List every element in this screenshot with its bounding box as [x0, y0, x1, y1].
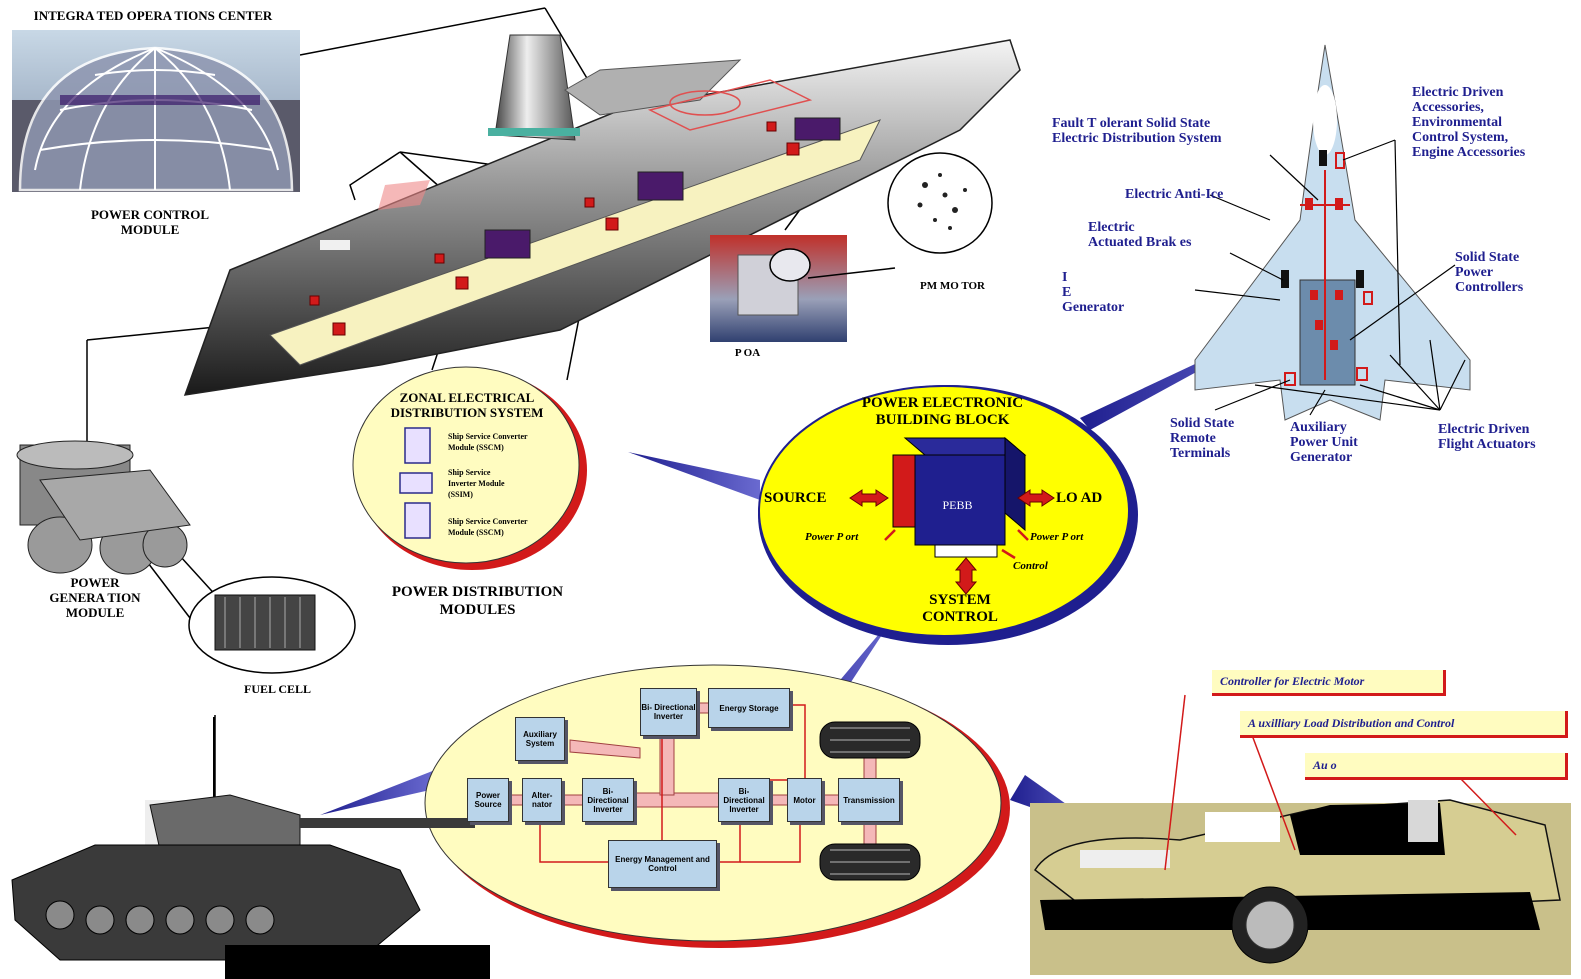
- label-line: I: [1062, 270, 1124, 285]
- tank-illustration: [12, 717, 490, 979]
- label-control: Control: [1013, 559, 1048, 574]
- label-line: Generator: [1290, 450, 1358, 465]
- label-line: MODULES: [370, 601, 585, 619]
- block-bi-inverter-top: Bi- Directional Inverter: [640, 688, 697, 736]
- label-power-controllers: Solid State Power Controllers: [1455, 250, 1523, 295]
- label-ie-generator: I E Generator: [1062, 270, 1124, 315]
- label-line: (SSIM): [448, 489, 505, 500]
- label-power-control-module: POWER CONTROL MODULE: [70, 207, 230, 237]
- block-alternator: Alter- nator: [522, 778, 562, 822]
- label-line: Fault T olerant Solid State: [1052, 116, 1222, 131]
- label-line: Ship Service Converter: [448, 516, 528, 527]
- label-line: Module (SSCM): [448, 442, 528, 453]
- label-actuated-brakes: Electric Actuated Brak es: [1088, 220, 1191, 250]
- label-poa: P OA: [700, 346, 795, 361]
- label-line: Ship Service: [448, 467, 505, 478]
- label-line: Power Unit: [1290, 435, 1358, 450]
- label-line: E: [1062, 285, 1124, 300]
- label-ssim: Ship Service Inverter Module (SSIM): [448, 467, 505, 500]
- label-line: POWER ELECTRONIC: [835, 395, 1050, 412]
- label-fuel-cell: FUEL CELL: [220, 682, 335, 697]
- label-power-generation-module: POWER GENERA TION MODULE: [40, 575, 150, 620]
- operations-center-dome: [12, 30, 300, 192]
- label-line: ZONAL ELECTRICAL: [372, 390, 562, 405]
- label-line: DISTRIBUTION SYSTEM: [372, 405, 562, 420]
- label-line: POWER CONTROL: [70, 207, 230, 222]
- label-pebb-title: POWER ELECTRONIC BUILDING BLOCK: [835, 395, 1050, 429]
- label-line: MODULE: [70, 222, 230, 237]
- label-line: Control System,: [1412, 130, 1525, 145]
- label-fault-tolerant: Fault T olerant Solid State Electric Dis…: [1052, 116, 1222, 146]
- label-line: Actuated Brak es: [1088, 235, 1191, 250]
- label-zonal-distribution: ZONAL ELECTRICAL DISTRIBUTION SYSTEM: [372, 390, 562, 420]
- label-line: Electric Driven: [1412, 85, 1525, 100]
- label-line: POWER: [40, 575, 150, 590]
- label-line: Solid State: [1455, 250, 1523, 265]
- label-sscm-1: Ship Service Converter Module (SSCM): [448, 431, 528, 453]
- label-line: Solid State: [1170, 416, 1234, 431]
- label-line: Auxiliary: [1290, 420, 1358, 435]
- label-electric-accessories: Electric Driven Accessories, Environment…: [1412, 85, 1525, 160]
- label-line: Flight Actuators: [1438, 437, 1536, 452]
- label-line: SYSTEM: [905, 592, 1015, 609]
- label-line: Inverter Module: [448, 478, 505, 489]
- block-bi-inverter-left: Bi- Directional Inverter: [582, 778, 634, 822]
- label-line: Power: [1455, 265, 1523, 280]
- label-line: Accessories,: [1412, 100, 1525, 115]
- fuel-cell-image: [189, 577, 355, 673]
- block-motor: Motor: [787, 778, 822, 822]
- power-generation-module: [17, 441, 190, 574]
- label-line: Engine Accessories: [1412, 145, 1525, 160]
- label-power-port-left: Power P ort: [805, 530, 858, 545]
- label-apu-generator: Auxiliary Power Unit Generator: [1290, 420, 1358, 465]
- label-line: Electric: [1088, 220, 1191, 235]
- label-source: SOURCE: [764, 491, 827, 506]
- label-line: POWER DISTRIBUTION: [370, 583, 585, 601]
- label-line: Ship Service Converter: [448, 431, 528, 442]
- block-energy-storage: Energy Storage: [708, 688, 790, 728]
- callout-auxiliary-load: A uxilliary Load Distribution and Contro…: [1240, 711, 1568, 738]
- label-flight-actuators: Electric Driven Flight Actuators: [1438, 422, 1536, 452]
- label-line: MODULE: [40, 605, 150, 620]
- label-pebb: PEBB: [930, 498, 985, 513]
- label-sscm-2: Ship Service Converter Module (SSCM): [448, 516, 528, 538]
- label-pm-motor: PM MO TOR: [900, 279, 1005, 294]
- label-anti-ice: Electric Anti-Ice: [1125, 187, 1223, 202]
- label-line: Remote: [1170, 431, 1234, 446]
- label-remote-terminals: Solid State Remote Terminals: [1170, 416, 1234, 461]
- label-load: LO AD: [1056, 491, 1102, 506]
- block-transmission: Transmission: [838, 778, 900, 822]
- label-line: Module (SSCM): [448, 527, 528, 538]
- label-line: CONTROL: [905, 609, 1015, 626]
- label-line: Terminals: [1170, 446, 1234, 461]
- label-operations-center: INTEGRA TED OPERA TIONS CENTER: [8, 8, 298, 23]
- block-power-source: Power Source: [467, 778, 509, 822]
- label-power-port-right: Power P ort: [1030, 530, 1083, 545]
- callout-controller-electric-motor: Controller for Electric Motor: [1212, 670, 1446, 696]
- label-line: Electric Driven: [1438, 422, 1536, 437]
- callout-auto: Au o: [1305, 753, 1568, 780]
- label-line: GENERA TION: [40, 590, 150, 605]
- label-line: Electric Distribution System: [1052, 131, 1222, 146]
- label-line: BUILDING BLOCK: [835, 412, 1050, 429]
- label-power-distribution-modules: POWER DISTRIBUTION MODULES: [370, 583, 585, 619]
- label-line: Generator: [1062, 300, 1124, 315]
- label-line: Environmental: [1412, 115, 1525, 130]
- block-bi-inverter-right: Bi- Directional Inverter: [718, 778, 770, 822]
- block-auxiliary-system: Auxiliary System: [515, 717, 565, 761]
- label-system-control: SYSTEM CONTROL: [905, 592, 1015, 626]
- label-line: Controllers: [1455, 280, 1523, 295]
- block-energy-management: Energy Management and Control: [608, 840, 717, 888]
